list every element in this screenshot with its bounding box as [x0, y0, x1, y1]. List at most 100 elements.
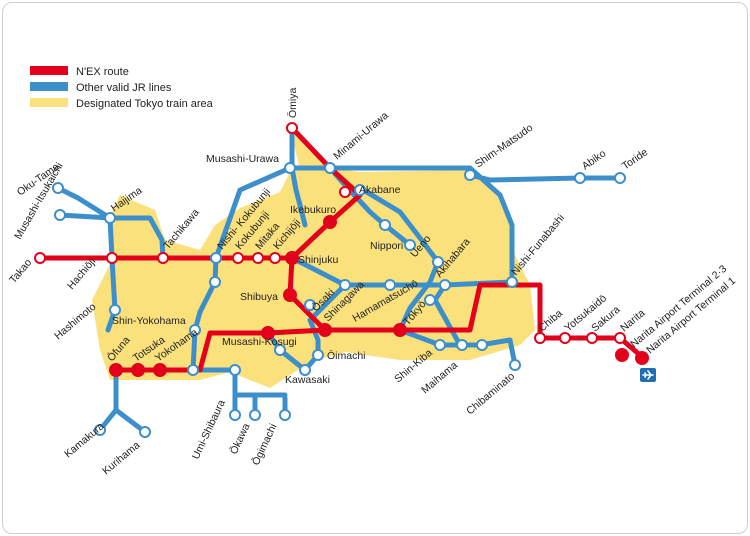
station-oimachi[interactable] [312, 349, 324, 361]
station-chiba[interactable] [534, 332, 546, 344]
label-chibaminato: Chibaminato [464, 370, 517, 417]
station-mitaka[interactable] [252, 252, 264, 264]
station-musashi-urawa[interactable] [284, 162, 296, 174]
station-musashi-kosugi[interactable] [261, 326, 275, 340]
line-itsukaichi [57, 212, 166, 261]
station-narita-t1[interactable] [635, 351, 649, 365]
station-umi-shibaura[interactable] [229, 409, 241, 421]
station-okawa[interactable] [249, 409, 261, 421]
label-ikebukuro: Ikebukuro [290, 204, 336, 216]
label-okawa: Ōkawa [228, 421, 253, 456]
station-narita[interactable] [614, 332, 626, 344]
station-takao[interactable] [34, 252, 46, 264]
label-abiko: Abiko [580, 147, 609, 172]
station-sobu-3[interactable] [439, 279, 451, 291]
station-chibaminato[interactable] [509, 359, 521, 371]
station-minami-urawa[interactable] [324, 162, 336, 174]
station-kawasaki[interactable] [274, 344, 286, 356]
label-nippori: Nippori [370, 240, 403, 252]
label-omiya: Ōmiya [287, 88, 299, 118]
station-kamakura[interactable] [94, 424, 106, 436]
label-oimachi: Ōimachi [327, 350, 366, 362]
label-ogimachi: Ōgimachi [250, 422, 280, 467]
label-narita-t23: Narita Airport Terminal 2·3 [628, 263, 729, 351]
station-akabane[interactable] [339, 186, 351, 198]
line-musashino [213, 165, 515, 285]
legend-swatch-nex [30, 66, 68, 75]
airplane-icon [640, 368, 656, 382]
station-kawasaki-2[interactable] [229, 364, 241, 376]
station-omiya[interactable] [286, 122, 298, 134]
label-shim-matsudo: Shim-Matsudo [473, 122, 535, 171]
station-hachioji[interactable] [106, 252, 118, 264]
label-akabane: Akabane [359, 184, 401, 196]
station-ofuna[interactable] [109, 363, 123, 377]
station-sobu-1[interactable] [339, 279, 351, 291]
label-shinjuku: Shinjuku [298, 254, 338, 266]
label-umi-shibaura: Umi-Shibaura [190, 398, 228, 461]
station-nishi-funabashi[interactable] [506, 276, 518, 288]
station-kokubunji[interactable] [232, 252, 244, 264]
station-kawasaki-3[interactable] [299, 364, 311, 376]
station-shinagawa[interactable] [318, 323, 332, 337]
station-tachikawa[interactable] [157, 252, 169, 264]
label-shibuya: Shibuya [240, 291, 278, 303]
legend-swatch-area [30, 98, 68, 107]
station-tachikawa-blue[interactable] [210, 252, 222, 264]
legend-swatch-other [30, 82, 68, 91]
area-main [92, 168, 535, 388]
station-kichijoji[interactable] [269, 252, 281, 264]
line-sobu [287, 255, 515, 288]
label-toride: Toride [620, 146, 650, 172]
station-oku-tama[interactable] [52, 182, 64, 194]
station-ikebukuro[interactable] [323, 215, 337, 229]
station-abiko[interactable] [574, 172, 586, 184]
station-kokubunji-link[interactable] [209, 276, 221, 288]
label-hashimoto: Hashimoto [52, 301, 98, 343]
station-shin-yokohama[interactable] [189, 324, 201, 336]
red-filled-stations [109, 215, 649, 377]
station-keiyo-3[interactable] [476, 339, 488, 351]
station-osaki[interactable] [304, 299, 316, 311]
station-ogimachi[interactable] [279, 409, 291, 421]
station-musashi-itsukaichi[interactable] [54, 209, 66, 221]
legend-label-other: Other valid JR lines [76, 82, 172, 94]
station-shinjuku[interactable] [285, 251, 299, 265]
legend-label-area: Designated Tokyo train area [76, 98, 214, 110]
label-kurihama: Kurihama [100, 439, 142, 477]
line-ome [55, 185, 115, 261]
stations [34, 122, 649, 438]
label-nishi-funabashi: Nishi-Funabashi [509, 212, 567, 278]
area-north-branch [290, 127, 330, 170]
station-yokohama-red[interactable] [153, 363, 167, 377]
station-hashimoto[interactable] [109, 304, 121, 316]
station-yokohama[interactable] [187, 364, 199, 376]
label-hachioji: Hachiōji [65, 256, 98, 292]
station-tokyo[interactable] [393, 323, 407, 337]
station-akabane-north[interactable] [354, 184, 366, 196]
station-kurihama[interactable] [139, 426, 151, 438]
station-akihabara[interactable] [432, 256, 444, 268]
station-ueno[interactable] [404, 239, 416, 251]
station-nippori[interactable] [379, 219, 391, 231]
station-sobu-2[interactable] [384, 279, 396, 291]
station-toride[interactable] [614, 172, 626, 184]
station-haijima[interactable] [104, 212, 116, 224]
station-keihin-2[interactable] [424, 294, 436, 306]
station-yotsukaido[interactable] [559, 332, 571, 344]
blue-stations [52, 162, 626, 438]
label-minami-urawa: Minami-Urawa [331, 110, 391, 163]
station-maihama[interactable] [456, 339, 468, 351]
station-sakura[interactable] [586, 332, 598, 344]
label-kawasaki: Kawasaki [285, 374, 330, 386]
label-musashi-urawa: Musashi-Urawa [206, 153, 279, 165]
station-shin-kiba[interactable] [434, 339, 446, 351]
station-narita-t23[interactable] [615, 348, 629, 362]
station-shibuya[interactable] [283, 288, 297, 302]
label-takao: Takao [7, 257, 34, 286]
station-totsuka[interactable] [131, 363, 145, 377]
station-shim-matsudo[interactable] [464, 169, 476, 181]
line-omiya [289, 125, 308, 228]
label-shin-yokohama: Shin-Yokohama [112, 315, 186, 327]
